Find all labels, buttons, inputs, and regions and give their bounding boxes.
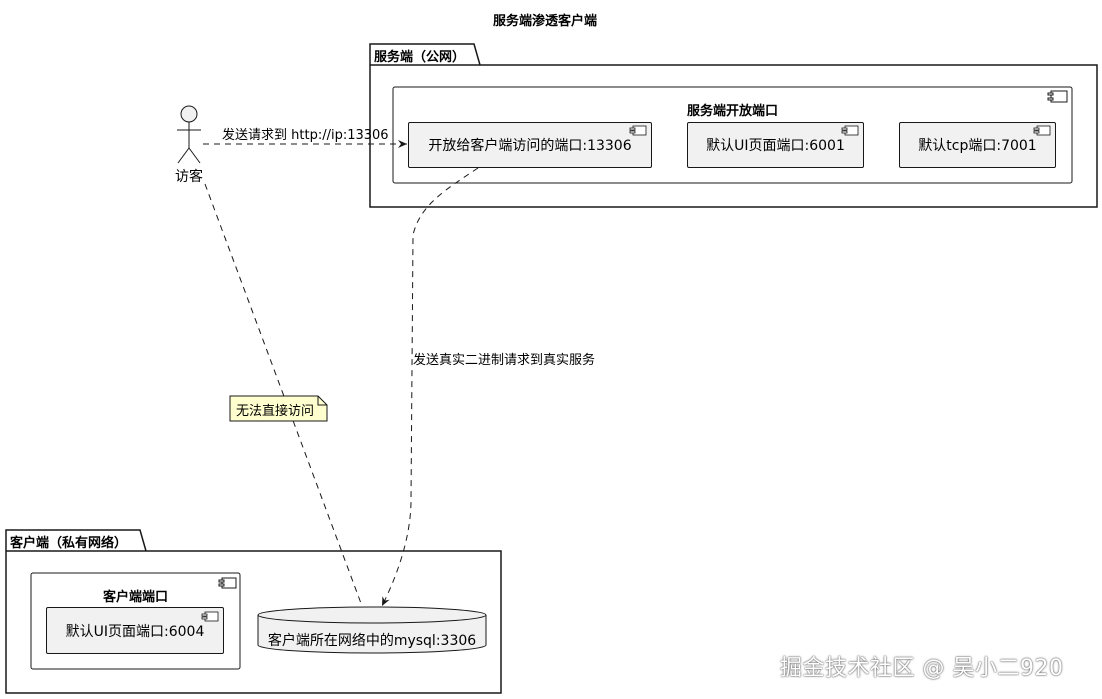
watermark: 掘金技术社区 @ 吴小二920 [780, 656, 1064, 681]
component-tcp-port-7001: 默认tcp端口:7001 [899, 122, 1056, 168]
client-ports-group-frame [30, 572, 241, 670]
server-ports-group-frame [392, 86, 1073, 184]
client-ports-group-icon [218, 577, 237, 589]
component-icon [841, 125, 859, 136]
server-package-frame [369, 43, 1098, 208]
database-label: 客户端所在网络中的mysql:3306 [267, 633, 477, 649]
client-package-label: 客户端（私有网络） [10, 536, 128, 551]
component-icon [629, 125, 647, 136]
edge-label-port-to-mysql: 发送真实二进制请求到真实服务 [413, 353, 596, 368]
edge-port-to-mysql [381, 167, 479, 607]
component-ui-port-6004: 默认UI页面端口:6004 [46, 607, 224, 654]
component-icon [201, 611, 219, 622]
component-icon [1033, 125, 1051, 136]
database-cylinder [257, 606, 487, 654]
server-ports-group-icon [1047, 90, 1068, 103]
component-ui-port-6001: 默认UI页面端口:6001 [687, 122, 864, 168]
note-text: 无法直接访问 [236, 404, 315, 419]
server-package-label: 服务端（公网） [374, 50, 466, 65]
server-ports-group-title: 服务端开放端口 [686, 104, 778, 119]
component-open-port-13306: 开放给客户端访问的端口:13306 [408, 122, 652, 168]
client-package-frame [5, 529, 502, 694]
client-ports-group-title: 客户端端口 [102, 590, 168, 605]
edge-label-visitor-to-port: 发送请求到 http://ip:13306 [222, 128, 389, 143]
diagram-title: 服务端渗透客户端 [492, 14, 597, 29]
actor-figure [177, 105, 201, 164]
actor-label: 访客 [175, 169, 203, 185]
edge-visitor-to-mysql [204, 183, 363, 607]
note-shape [229, 395, 328, 422]
